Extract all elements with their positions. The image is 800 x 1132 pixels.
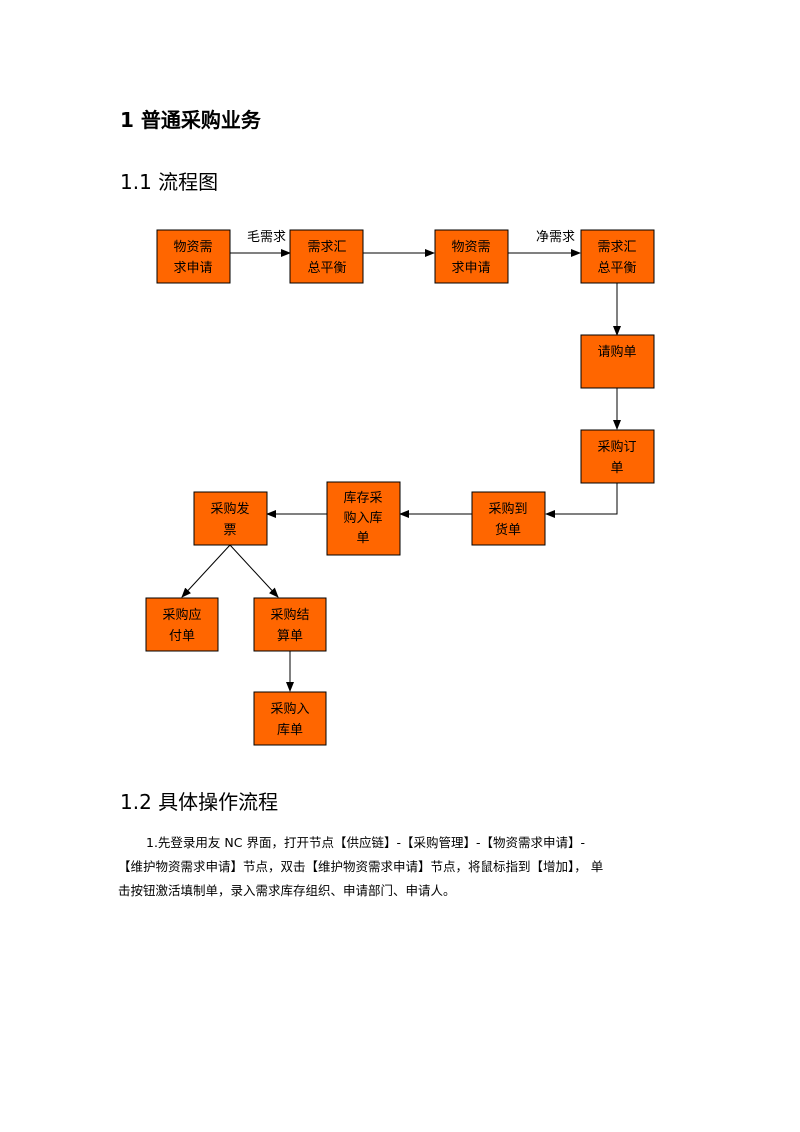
section-title-flowchart: 1.1 流程图 <box>120 170 219 194</box>
flowchart-node-material-request-2: 物资需 求申请 <box>434 229 509 284</box>
flowchart-node-purchase-order: 采购订 单 <box>580 429 655 484</box>
procedure-paragraph: 1.先登录用友 NC 界面，打开节点【供应链】-【采购管理】-【物资需求申请】-… <box>118 831 684 903</box>
node-label-line: 求申请 <box>173 261 212 276</box>
edge-n9-n11 <box>229 544 279 598</box>
edge-label-gross-demand: 毛需求 <box>247 230 286 245</box>
flowchart-node-purchase-requisition: 请购单 <box>580 334 655 389</box>
node-label-line: 需求汇 <box>307 240 346 255</box>
flowchart-node-demand-balance-2: 需求汇 总平衡 <box>580 229 655 284</box>
section-title-procedure: 1.2 具体操作流程 <box>120 790 279 814</box>
node-label-line: 求申请 <box>451 261 490 276</box>
node-label-line: 单 <box>610 461 623 476</box>
node-label-line: 需求汇 <box>597 240 636 255</box>
node-label-line: 采购发 <box>210 501 249 517</box>
flowchart-diagram: 毛需求 净需求 物资需 求申请 需求汇 总平衡 物资需 求申请 需求汇 总平衡 … <box>145 229 655 746</box>
edge-n9-n10 <box>181 544 231 598</box>
flowchart-node-arrival-note: 采购到 货单 <box>471 491 546 546</box>
paragraph-line: 1.先登录用友 NC 界面，打开节点【供应链】-【采购管理】-【物资需求申请】- <box>146 835 585 850</box>
node-label-line: 物资需 <box>173 240 212 255</box>
node-label-line: 采购订 <box>597 439 636 455</box>
heading-1: 1 普通采购业务 <box>120 108 261 132</box>
node-label-line: 总平衡 <box>307 261 346 276</box>
flowchart-node-accounts-payable: 采购应 付单 <box>145 597 219 652</box>
flowchart-node-demand-balance-1: 需求汇 总平衡 <box>289 229 364 284</box>
node-label-line: 购入库 <box>343 510 382 526</box>
node-label-line: 库存采 <box>343 490 382 506</box>
edge-n6-n7 <box>545 483 618 518</box>
node-label-line: 算单 <box>277 629 303 644</box>
node-label-line: 货单 <box>495 522 521 538</box>
flowchart-node-material-request-1: 物资需 求申请 <box>156 229 231 284</box>
node-label-line: 采购结 <box>270 607 309 623</box>
node-label-line: 票 <box>223 523 236 538</box>
edge-label-net-demand: 净需求 <box>536 230 575 245</box>
paragraph-line: 击按钮激活填制单，录入需求库存组织、申请部门、申请人。 <box>118 883 456 898</box>
flowchart-node-stock-receipt: 库存采 购入库 单 <box>326 481 401 556</box>
flowchart-edges <box>181 249 621 692</box>
node-label-line: 物资需 <box>451 240 490 255</box>
node-label-line: 请购单 <box>597 344 636 360</box>
flowchart-node-purchase-invoice: 采购发 票 <box>193 491 268 546</box>
node-label-line: 采购入 <box>270 701 309 717</box>
node-label-line: 总平衡 <box>597 261 636 276</box>
flowchart-node-purchase-receipt: 采购入 库单 <box>253 691 327 746</box>
node-label-line: 采购应 <box>162 607 201 623</box>
node-label-line: 单 <box>356 531 369 546</box>
node-label-line: 付单 <box>169 629 195 644</box>
flowchart-node-purchase-settlement: 采购结 算单 <box>253 597 327 652</box>
node-label-line: 库单 <box>277 722 303 738</box>
node-label-line: 采购到 <box>488 501 527 517</box>
paragraph-line: 【维护物资需求申请】节点，双击【维护物资需求申请】节点，将鼠标指到【增加】， 单 <box>118 859 604 874</box>
